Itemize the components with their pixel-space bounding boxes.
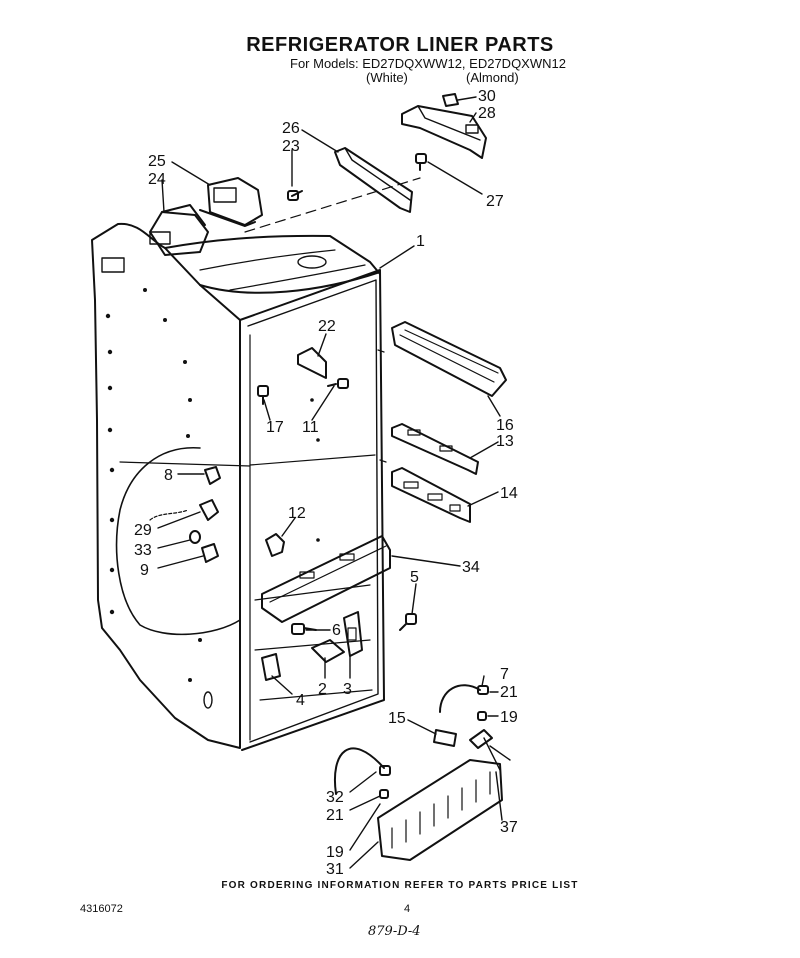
callout-4: 4: [296, 692, 305, 709]
screw-11: [327, 378, 349, 389]
parts-diagram: 30 28 26 23 27 25 24 1 22 16 17 11 13 14…: [91, 88, 518, 878]
wall-holes: [105, 288, 320, 682]
screw-5: [399, 613, 417, 631]
callout-30: 30: [478, 88, 496, 105]
thermostat-8: [204, 466, 221, 485]
callout-7: 7: [500, 666, 509, 683]
handwritten-note: 879-D-4: [368, 924, 421, 939]
valve-37: [469, 729, 493, 749]
callout-12: 12: [288, 505, 306, 522]
callout-1: 1: [416, 233, 425, 250]
ferrule-19-lower: [379, 789, 389, 799]
diagram-title: REFRIGERATOR LINER PARTS: [246, 34, 554, 56]
callout-33: 33: [134, 542, 152, 559]
ordering-note: FOR ORDERING INFORMATION REFER TO PARTS …: [221, 880, 579, 891]
callout-29: 29: [134, 522, 152, 539]
clip-30: [442, 93, 459, 107]
callout-21-upper: 21: [500, 684, 518, 701]
lamp-socket-29: [199, 499, 219, 521]
callout-26: 26: [282, 120, 300, 137]
clip-12: [265, 533, 285, 557]
ferrule-19-upper: [477, 711, 487, 721]
callout-15: 15: [388, 710, 406, 727]
callout-13: 13: [496, 433, 514, 450]
tube-7: [439, 684, 481, 713]
screw-23: [287, 190, 303, 201]
callout-19-upper: 19: [500, 709, 518, 726]
shelf-rail-13: [391, 423, 479, 475]
control-knob-housing-25: [199, 177, 263, 227]
shelf-rail-14: [391, 467, 471, 523]
fitting-21-upper: [477, 685, 489, 695]
water-tank-31: [377, 759, 503, 861]
shelf-support-34: [261, 535, 391, 623]
tube-32: [334, 747, 385, 795]
screw-6: [291, 623, 317, 635]
bracket-22: [297, 347, 327, 379]
callout-8: 8: [164, 467, 173, 484]
callout-32: 32: [326, 789, 344, 806]
document-number: 4316072: [80, 903, 123, 915]
filter-15: [433, 729, 457, 747]
callout-6: 6: [332, 622, 341, 639]
callout-16: 16: [496, 417, 514, 434]
control-housing-24: [149, 204, 209, 256]
bulb-33: [189, 530, 201, 544]
shelf-cover-16: [391, 321, 507, 397]
light-bracket-26: [334, 147, 413, 213]
detail-circle: [115, 447, 241, 636]
callout-22: 22: [318, 318, 336, 335]
callout-37: 37: [500, 819, 518, 836]
callout-14: 14: [500, 485, 518, 502]
switch-9: [201, 543, 219, 563]
refrigerator-liner: [91, 222, 387, 751]
callout-24: 24: [148, 171, 166, 188]
bracket-3: [343, 611, 363, 657]
models-line: For Models: ED27DQXWW12, ED27DQXWN12: [290, 56, 566, 71]
callout-34: 34: [462, 559, 480, 576]
callout-28: 28: [478, 105, 496, 122]
callout-25: 25: [148, 153, 166, 170]
callout-11: 11: [302, 419, 319, 436]
page-number: 4: [404, 903, 411, 915]
callout-17: 17: [266, 419, 284, 436]
callout-9: 9: [140, 562, 149, 579]
callout-5: 5: [410, 569, 419, 586]
screw-27: [415, 153, 427, 171]
leader-lines: [157, 96, 503, 869]
clip-2: [311, 639, 345, 663]
callout-21-lower: 21: [326, 807, 344, 824]
screw-17: [257, 385, 269, 405]
callout-2: 2: [318, 681, 327, 698]
callout-27: 27: [486, 193, 504, 210]
variant-white-label: (White): [366, 70, 408, 85]
variant-almond-label: (Almond): [466, 70, 519, 85]
fitting-21-lower: [379, 765, 391, 776]
callout-23: 23: [282, 138, 300, 155]
callout-19-lower: 19: [326, 844, 344, 861]
block-4: [261, 653, 281, 681]
callout-3: 3: [343, 681, 352, 698]
mount-bracket-28: [401, 105, 487, 159]
callout-31: 31: [326, 861, 344, 878]
